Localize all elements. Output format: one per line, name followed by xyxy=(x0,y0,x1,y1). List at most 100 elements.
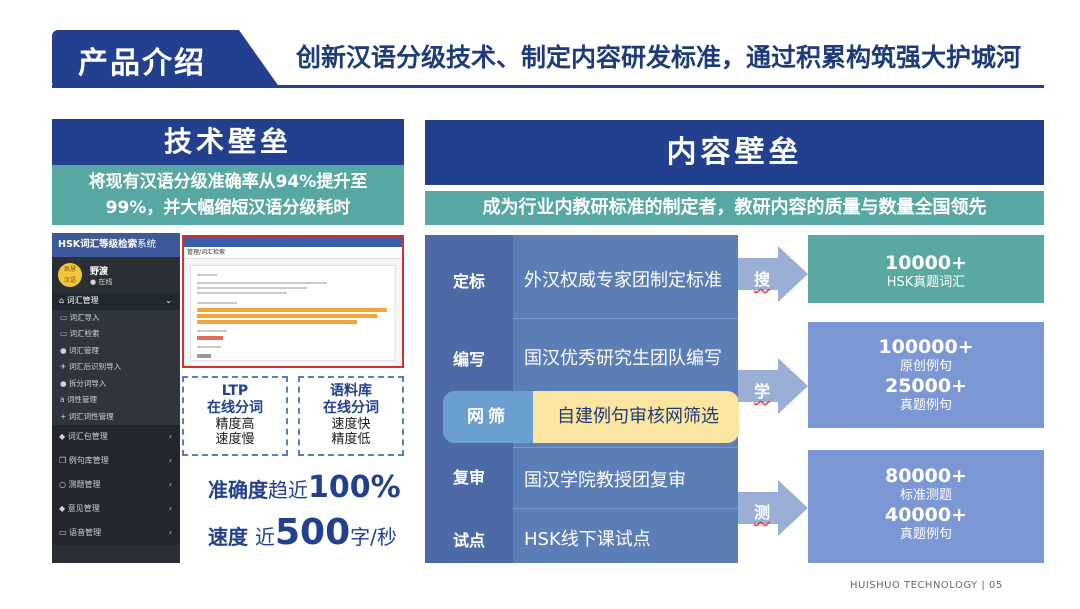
speed-value: 500 xyxy=(274,512,351,553)
corpus-subtitle: 在线分词 xyxy=(323,400,379,416)
ltp-subtitle: 在线分词 xyxy=(207,400,263,416)
corpus-con: 精度低 xyxy=(331,432,371,447)
tech-subtitle-line2: 99%，并大幅缩短汉语分级耗时 xyxy=(105,198,351,218)
chevron-left-icon: ‹ xyxy=(168,528,172,537)
stat-box-sentences xyxy=(808,322,1044,428)
sidebar-item-label: 词汇包管理 xyxy=(67,432,108,441)
row-divider xyxy=(513,508,738,509)
row-text-review: 国汉学院教授团复审 xyxy=(524,470,686,491)
arrow-label-search: 搜 xyxy=(754,270,771,289)
sidebar-item-label: 词汇管理 xyxy=(66,296,99,305)
sidebar-item[interactable]: + 词汇词性管理 xyxy=(52,408,180,425)
accuracy-value: 100% xyxy=(308,470,401,505)
screenshot-topbar xyxy=(184,237,402,247)
sidebar-item-label: 语音管理 xyxy=(69,528,102,537)
sidebar-item[interactable]: ▭ 词汇检索 xyxy=(52,326,180,343)
corpus-pro: 速度快 xyxy=(331,417,371,432)
ltp-con: 速度慢 xyxy=(215,432,255,447)
dot-icon: ● xyxy=(60,378,69,388)
sidebar-item-label: 词汇词性管理 xyxy=(68,411,114,421)
chat-icon: ● xyxy=(60,345,69,355)
stat-sentences: 100000+ 原创例句 25000+ 真题例句 xyxy=(878,336,974,413)
arrow-label-test: 测 xyxy=(754,503,771,522)
screenshot-content xyxy=(190,265,396,361)
corpus-method-box: 语料库 在线分词 速度快 精度低 xyxy=(298,376,404,456)
sidebar-item-label: 词汇导入 xyxy=(69,312,100,322)
content-barrier-subtitle: 成为行业内教研标准的制定者，教研内容的质量与数量全国领先 xyxy=(425,191,1044,225)
row-text-standard: 外汉权威专家团制定标准 xyxy=(524,270,722,291)
tech-subtitle-line1: 将现有汉语分级准确率从94%提升至 xyxy=(88,172,368,192)
page-title: 创新汉语分级技术、制定内容研发标准，通过积累构筑强大护城河 xyxy=(296,43,1022,72)
corpus-title: 语料库 xyxy=(330,383,372,399)
sidebar-item[interactable]: ○ 测题管理 ‹ xyxy=(52,473,180,497)
sidebar-item[interactable]: ● 拆分词导入 xyxy=(52,375,180,392)
footer-brand: HUISHUO TECHNOLOGY | 05 xyxy=(850,580,1003,591)
chevron-left-icon: ‹ xyxy=(168,480,172,489)
app-user-panel: 致慧汉语 野渡 ● 在线 xyxy=(52,257,180,293)
filter-text: 自建例句审核网筛选 xyxy=(557,406,719,427)
user-status: ● 在线 xyxy=(90,278,113,286)
book-icon: ⌂ xyxy=(59,296,67,305)
ltp-pro: 精度高 xyxy=(215,417,255,432)
arrow-label-learn: 学 xyxy=(754,382,771,401)
stat-box-tests xyxy=(808,450,1044,563)
stat-vocab: 10000+ HSK真题词汇 xyxy=(884,252,968,290)
ltp-method-box: LTP 在线分词 精度高 速度慢 xyxy=(182,376,288,456)
ltp-title: LTP xyxy=(221,383,249,399)
card-icon: ▭ xyxy=(59,528,70,537)
sidebar-item-label: 词汇管理 xyxy=(68,345,99,355)
accuracy-stat: 准确度趋近100% xyxy=(208,470,401,505)
shield-icon: ◆ xyxy=(59,504,68,513)
sidebar-item[interactable]: ● 词汇管理 xyxy=(52,342,180,359)
row-text-pilot: HSK线下课试点 xyxy=(524,529,651,550)
sidebar-item[interactable]: ❐ 例句库管理‹ xyxy=(52,449,180,473)
content-barrier-title: 内容壁垒 xyxy=(425,120,1044,185)
row-divider xyxy=(513,447,738,448)
sidebar-item-label: 拆分词导入 xyxy=(68,378,107,388)
plane-icon: ✈ xyxy=(60,362,69,371)
arrow-right-icon xyxy=(738,246,808,302)
sidebar-item-label: 词汇检索 xyxy=(69,329,100,338)
chevron-down-icon: ⌄ xyxy=(165,296,172,305)
plus-icon: + xyxy=(60,411,69,421)
chevron-left-icon: ‹ xyxy=(168,504,172,513)
tech-barrier-subtitle: 将现有汉语分级准确率从94%提升至 99%，并大幅缩短汉语分级耗时 xyxy=(52,165,404,225)
sidebar-item-label: 词汇后识别导入 xyxy=(68,362,122,371)
section-tag-label: 产品介绍 xyxy=(78,46,206,81)
text-icon: a xyxy=(60,395,67,404)
arrow-right-icon xyxy=(738,480,808,536)
sidebar-menu: ⌂ 词汇管理⌄▭ 词汇导入▭ 词汇检索● 词汇管理✈ 词汇后识别导入● 拆分词导… xyxy=(52,293,180,545)
speed-stat: 速度 近500字/秒 xyxy=(208,512,397,553)
sidebar-item[interactable]: ✈ 词汇后识别导入 xyxy=(52,359,180,376)
header-divider xyxy=(52,85,1044,88)
search-page-screenshot: 管理/词汇检索 xyxy=(182,235,404,368)
row-label-pilot: 试点 xyxy=(452,531,485,550)
app-sidebar-screenshot: HSK词汇等级检索系统 致慧汉语 野渡 ● 在线 ⌂ 词汇管理⌄▭ 词汇导入▭ … xyxy=(52,233,180,563)
shield-icon: ◆ xyxy=(59,432,68,441)
stat-box-vocab xyxy=(808,235,1044,303)
filter-label: 网筛 xyxy=(443,391,533,443)
sidebar-item[interactable]: ◆ 意见管理 ‹ xyxy=(52,497,180,521)
section-tag: 产品介绍 xyxy=(52,30,280,88)
sidebar-item-label: 意见管理 xyxy=(67,504,100,513)
app-title: HSK词汇等级检索系统 xyxy=(52,233,180,257)
sidebar-item[interactable]: ▭ 语音管理 ‹ xyxy=(52,521,180,545)
row-text-write: 国汉优秀研究生团队编写 xyxy=(524,348,722,369)
sidebar-item[interactable]: ▭ 词汇导入 xyxy=(52,309,180,326)
card-icon: ▭ xyxy=(60,312,70,322)
tech-barrier-title: 技术壁垒 xyxy=(52,119,404,165)
sidebar-item-label: 测题管理 xyxy=(68,480,101,489)
sidebar-item[interactable]: a 词性管理 xyxy=(52,392,180,409)
sidebar-item[interactable]: ⌂ 词汇管理 ⌄ xyxy=(52,293,180,310)
copy-icon: ❐ xyxy=(59,456,69,465)
bubble-icon: ○ xyxy=(59,480,69,489)
sidebar-item[interactable]: ◆ 词汇包管理 ‹ xyxy=(52,425,180,449)
user-name: 野渡 xyxy=(90,267,109,277)
screenshot-title: 管理/词汇检索 xyxy=(184,247,402,259)
arrow-right-icon xyxy=(738,358,808,414)
sidebar-item-label: 词性管理 xyxy=(66,395,97,404)
chevron-left-icon: ‹ xyxy=(168,432,172,441)
chevron-left-icon: ‹ xyxy=(168,456,172,465)
stat-tests: 80000+ 标准测题 40000+ 真题例句 xyxy=(884,465,968,542)
row-label-review: 复审 xyxy=(452,468,485,487)
